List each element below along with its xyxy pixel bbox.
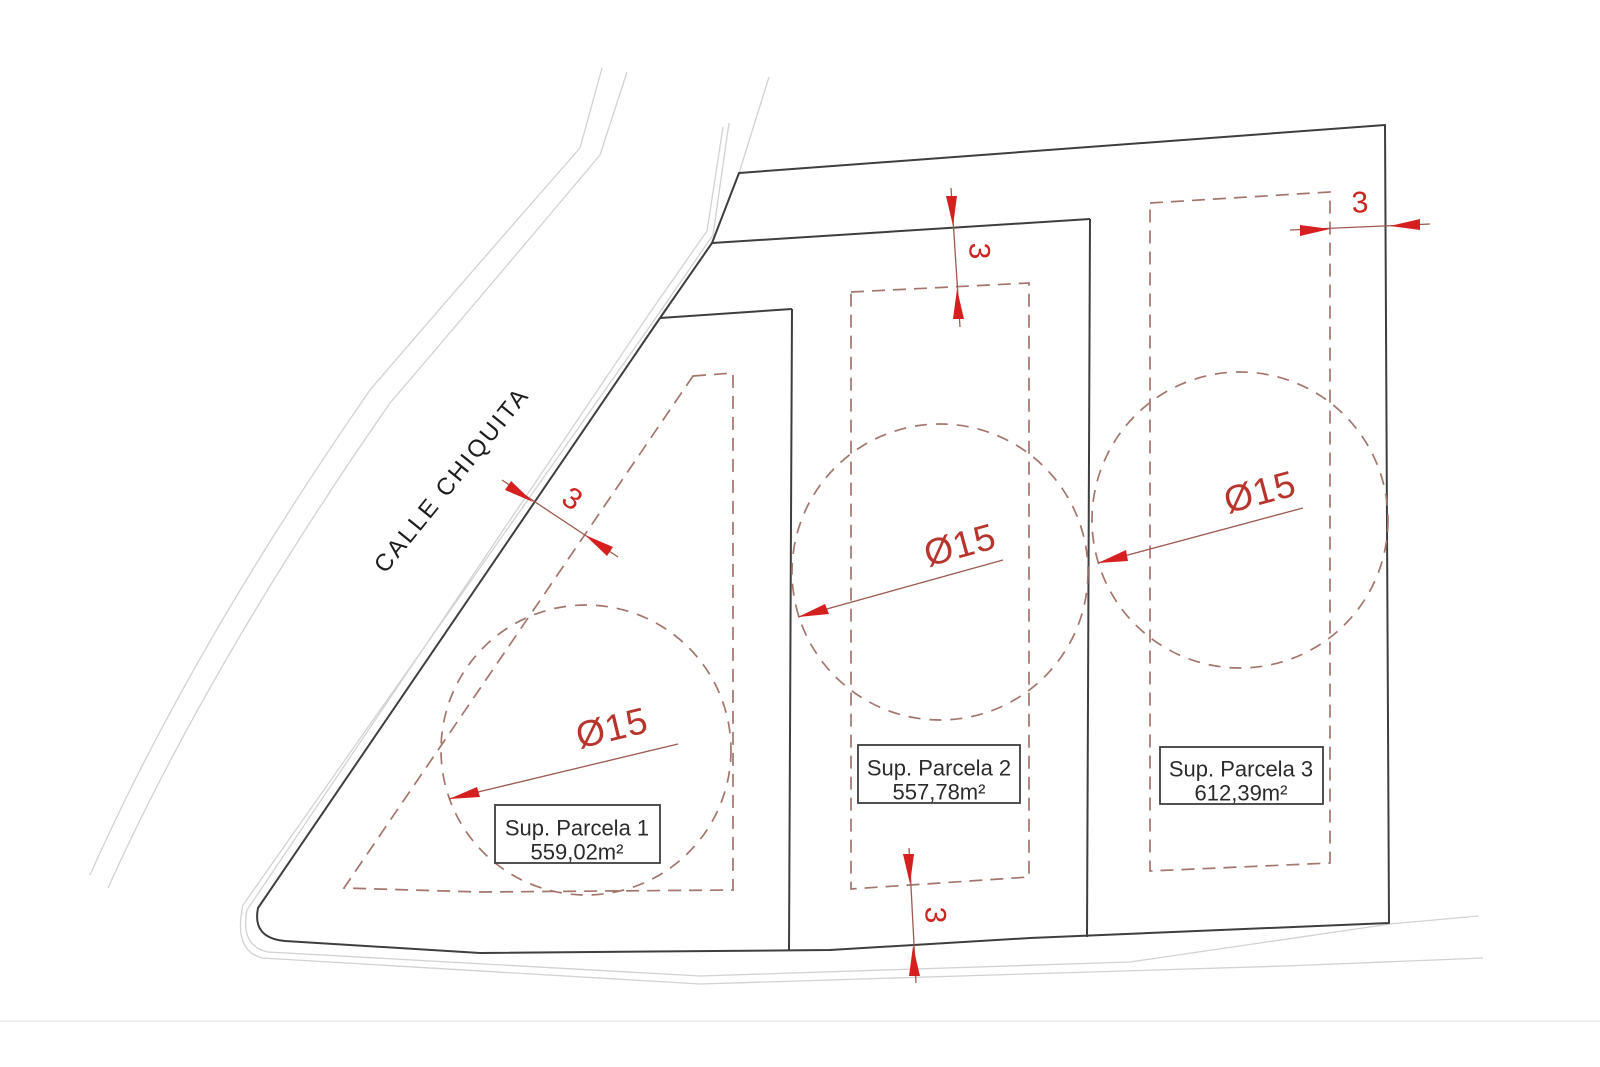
dimension-arrow — [946, 196, 957, 226]
dimension-value: 3 — [556, 481, 588, 518]
dimension-value: 3 — [1351, 186, 1369, 220]
road-left-edge-outer — [89, 67, 603, 876]
dimension-value: 3 — [963, 243, 996, 260]
dimension-bottom-setback: 3 — [903, 847, 952, 984]
diameter-arrow — [798, 604, 829, 617]
diameter-arrow — [449, 787, 480, 799]
parcel2-circle — [791, 423, 1089, 721]
parcel1-label: Sup. Parcela 1 559,02m² — [494, 804, 661, 865]
parcel-name: Sup. Parcela 2 — [867, 756, 1011, 781]
diameter-parcel-3: Ø15 — [1097, 463, 1304, 564]
building-circles — [440, 371, 1389, 896]
diameter-leader-line — [1097, 507, 1304, 564]
road-lines — [0, 67, 1600, 1022]
parcel2-north-line — [711, 218, 1091, 244]
parcel2-label: Sup. Parcela 2 557,78m² — [857, 744, 1021, 805]
street-name-label: CALLE CHIQUITA — [369, 382, 535, 578]
parcel3-circle — [1091, 371, 1389, 669]
diameter-value: Ø15 — [919, 515, 1000, 574]
plot-boundary — [256, 124, 1390, 954]
diameter-leader-line — [797, 559, 1004, 618]
dimension-top-setback: 3 — [946, 187, 996, 328]
dimension-arrow — [953, 289, 964, 319]
setback-lines — [342, 191, 1331, 893]
boundary-extension-line — [738, 76, 770, 174]
dimension-arrow — [585, 535, 613, 556]
parcel3-label: Sup. Parcela 3 612,39m² — [1159, 746, 1324, 806]
road-right-curb-a — [245, 126, 1479, 977]
dimension-arrow — [909, 946, 920, 976]
parcel1-north-line — [659, 308, 793, 319]
dimension-street-setback: 3 — [501, 479, 619, 558]
road-right-curb-b — [239, 122, 1484, 985]
dimension-arrow — [505, 481, 533, 502]
parcel-name: Sup. Parcela 3 — [1169, 757, 1313, 782]
parcel1-parcel2-line — [788, 308, 793, 951]
dimension-arrow — [1390, 219, 1420, 230]
label-box — [857, 744, 1021, 804]
parcel-area: 559,02m² — [531, 840, 624, 865]
parcel1-setback-outline — [342, 372, 734, 893]
parcel-area: 612,39m² — [1195, 781, 1288, 806]
diameter-leader-line — [448, 743, 679, 800]
parcel-name: Sup. Parcela 1 — [505, 816, 649, 841]
parcel-area: 557,78m² — [893, 780, 986, 805]
label-box — [1159, 746, 1324, 805]
parcel3-setback-outline — [1149, 191, 1331, 872]
dimension-value: 3 — [919, 907, 952, 924]
diameter-parcel-2: Ø15 — [797, 515, 1004, 618]
diameter-value: Ø15 — [572, 700, 652, 757]
parcel-boundaries — [659, 218, 1091, 951]
label-box — [494, 804, 661, 864]
diameter-parcel-1: Ø15 — [448, 700, 679, 800]
road-left-edge-inner — [107, 71, 628, 889]
dimension-right-setback: 3 — [1289, 186, 1431, 236]
parcel1-circle — [440, 604, 732, 896]
dimension-arrow — [903, 854, 914, 884]
dimension-arrow — [1300, 225, 1330, 236]
diameter-arrow — [1098, 550, 1128, 563]
